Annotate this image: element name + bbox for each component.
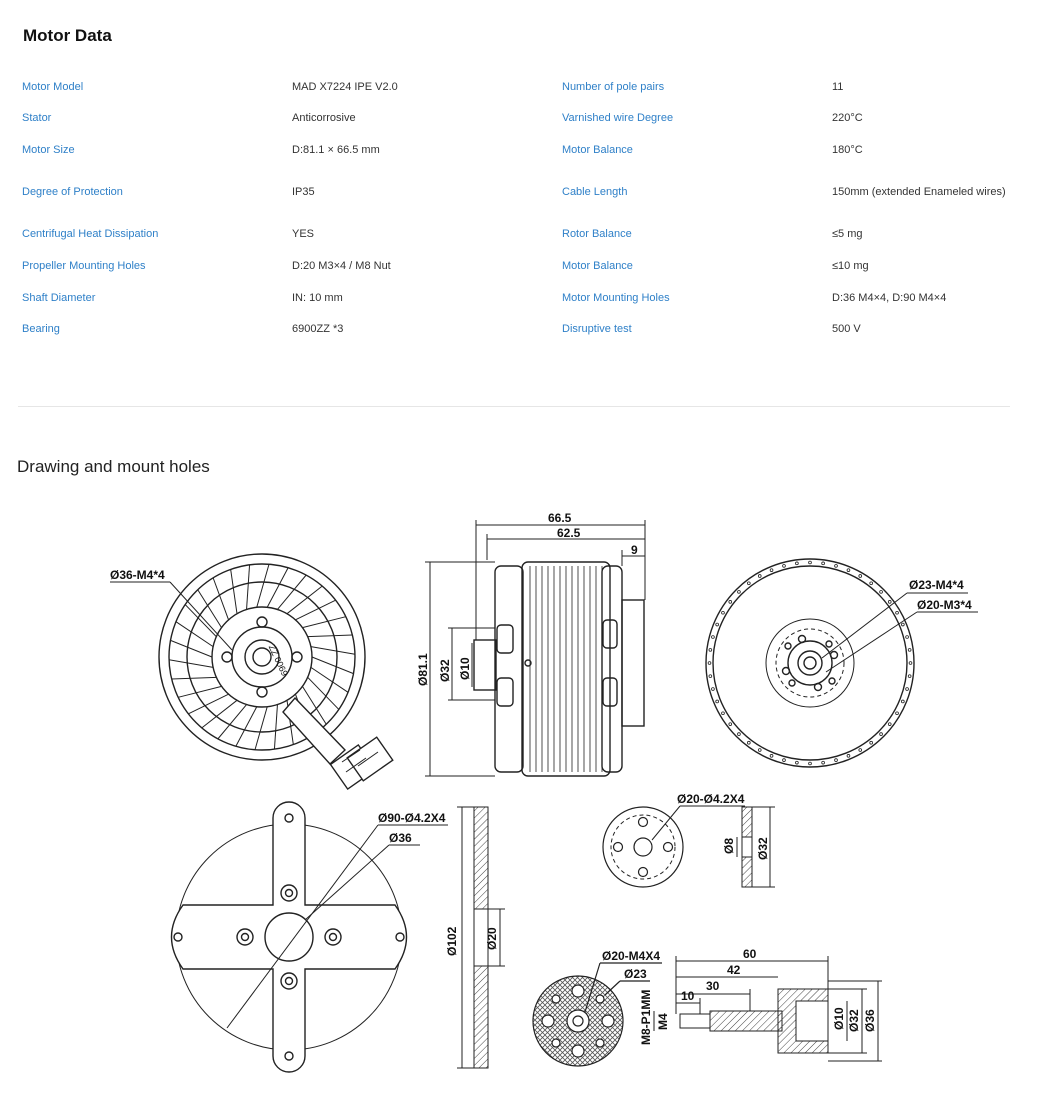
spec-key: Shaft Diameter: [22, 292, 96, 304]
mount-90-label: Ø90-Ø4.2X4: [378, 811, 446, 825]
x-mount-view: [170, 801, 408, 1073]
prop-42-label: 42: [727, 963, 741, 977]
spec-key: Motor Balance: [562, 260, 633, 272]
dim-32-diameter: Ø32: [438, 659, 452, 682]
mount-36-label: Ø36: [389, 831, 412, 845]
spec-key: Motor Size: [22, 144, 75, 156]
spec-row: Shaft Diameter IN: 10 mm Motor Mounting Ho…: [0, 292, 1039, 312]
spec-key: Stator: [22, 112, 52, 124]
spec-key: Degree of Protection: [22, 186, 123, 198]
spec-row: Centrifugal Heat Dissipation YES Rotor Bal…: [0, 228, 1039, 248]
side-view: [473, 561, 645, 777]
spec-value: 11: [832, 81, 844, 93]
spec-row: Motor Size D:81.1 × 66.5 mm Motor Balance 1…: [0, 144, 1039, 164]
spec-value: Anticorrosive: [292, 112, 356, 124]
spec-value: IP35: [292, 186, 315, 198]
spec-value: 500 V: [832, 323, 861, 335]
spec-key: Rotor Balance: [562, 228, 632, 240]
spec-key: Motor Balance: [562, 144, 633, 156]
spec-row: Bearing 6900ZZ *3 Disruptive test 500 V: [0, 323, 1039, 343]
spec-value: D:36 M4×4, D:90 M4×4: [832, 292, 947, 304]
cooling-fins: [168, 564, 356, 750]
prop-d36-label: Ø36: [863, 1009, 877, 1032]
prop-23-label: Ø23: [624, 967, 647, 981]
section-divider: [18, 406, 1010, 407]
spec-value: 6900ZZ *3: [292, 323, 344, 335]
spec-key: Bearing: [22, 323, 60, 335]
prop-d32-label: Ø32: [847, 1009, 861, 1032]
spec-key: Varnished wire Degree: [562, 112, 674, 124]
prop-shaft-section: [653, 956, 882, 1062]
spec-key: Motor Model: [22, 81, 84, 93]
spec-value: MAD X7224 IPE V2.0: [292, 81, 398, 93]
prop-holes-label: Ø20-M4X4: [602, 949, 660, 963]
spec-key: Cable Length: [562, 186, 628, 198]
adapter-holes-label: Ø20-Ø4.2X4: [677, 792, 745, 806]
spec-value: ≤5 mg: [832, 228, 863, 240]
spec-row: Propeller Mounting Holes D:20 M3×4 / M8 N…: [0, 260, 1039, 280]
spec-key: Propeller Mounting Holes: [22, 260, 146, 272]
adapter-view: [602, 805, 745, 888]
dim-body-length: 62.5: [557, 526, 581, 540]
spec-row: Degree of Protection IP35 Cable Length 150m…: [0, 186, 1039, 206]
spec-row: Motor Model MAD X7224 IPE V2.0 Number of p…: [0, 81, 1039, 101]
prop-60-label: 60: [743, 947, 757, 961]
adapter-32-label: Ø32: [756, 837, 770, 860]
spec-value: ≤10 mg: [832, 260, 869, 272]
mount-20-label: Ø20: [485, 927, 499, 950]
spec-value: D:81.1 × 66.5 mm: [292, 144, 380, 156]
dim-body-diameter: Ø81.1: [416, 653, 430, 686]
spec-value: YES: [292, 228, 315, 240]
spec-key: Motor Mounting Holes: [562, 292, 670, 304]
mount-section-view: [457, 806, 505, 1069]
spec-key: Number of pole pairs: [562, 81, 665, 93]
adapter-8-label: Ø8: [722, 838, 736, 854]
dim-10-diameter: Ø10: [458, 657, 472, 680]
bottom-view: [158, 553, 394, 791]
dim-total-length: 66.5: [548, 511, 572, 525]
top-view: [705, 558, 915, 768]
mount-102-label: Ø102: [445, 926, 459, 956]
spec-value: IN: 10 mm: [292, 292, 343, 304]
motor-technical-drawing: Ø36-M4*4 ZZ 0069 66.5 62.5 9 Ø81.1 Ø32 Ø…: [110, 511, 978, 1073]
spec-value: D:20 M3×4 / M8 Nut: [292, 260, 391, 272]
prop-30-label: 30: [706, 979, 720, 993]
spec-row: Stator Anticorrosive Varnished wire Degree…: [0, 112, 1039, 132]
spec-key: Centrifugal Heat Dissipation: [22, 228, 159, 240]
side-dimensions: [425, 520, 646, 777]
spec-value: 220°C: [832, 112, 863, 124]
top-hole-23-label: Ø23-M4*4: [909, 578, 964, 592]
adapter-section: [736, 806, 775, 888]
prop-10-label: 10: [681, 989, 695, 1003]
motor-data-title: Motor Data: [23, 26, 112, 45]
prop-m4-label: M4: [656, 1013, 670, 1030]
dim-shaft-length: 9: [631, 543, 638, 557]
bottom-hole-label: Ø36-M4*4: [110, 568, 165, 582]
prop-d10-label: Ø10: [832, 1007, 846, 1030]
side-fin-lines: [529, 566, 603, 772]
prop-adapter-view: [532, 962, 662, 1067]
spec-key: Disruptive test: [562, 323, 632, 335]
top-hole-20-label: Ø20-M3*4: [917, 598, 972, 612]
prop-thread-label: M8-P1MM: [639, 990, 653, 1045]
spec-value: 150mm (extended Enameled wires): [832, 186, 1006, 198]
spec-value: 180°C: [832, 144, 863, 156]
drawing-title: Drawing and mount holes: [17, 457, 210, 476]
top-rim-dots: [707, 560, 913, 766]
